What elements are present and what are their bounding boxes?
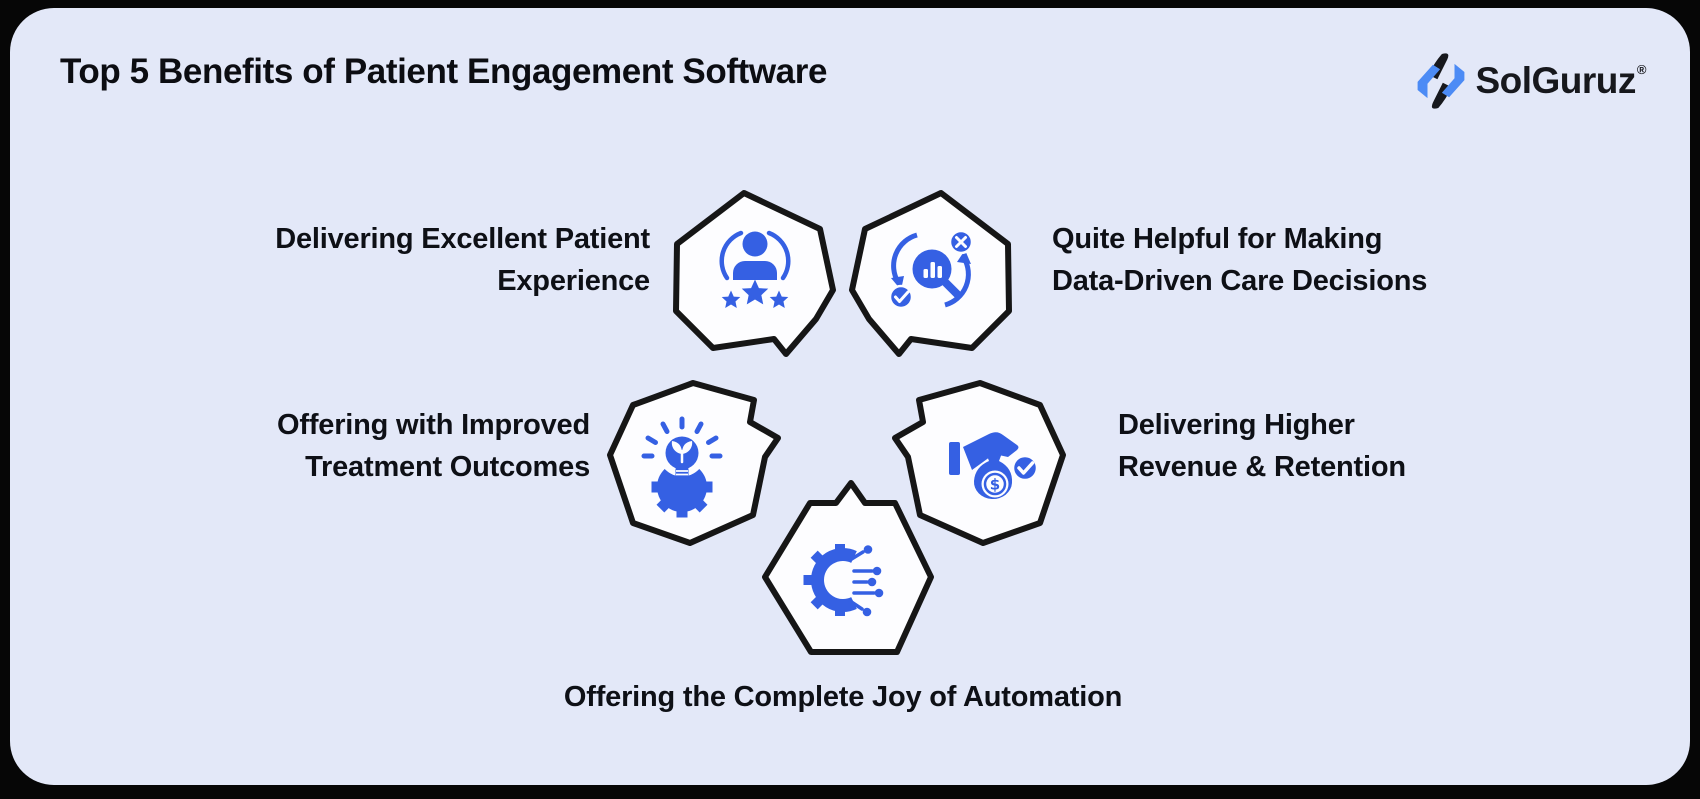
benefit-2-line-1: Quite Helpful for Making	[1052, 223, 1383, 255]
hexagon-benefit-5	[762, 480, 934, 655]
infographic-card: Top 5 Benefits of Patient Engagement Sof…	[10, 8, 1690, 785]
benefit-label-2: Quite Helpful for Making Data-Driven Car…	[1052, 218, 1652, 302]
benefit-3-line-2: Treatment Outcomes	[305, 451, 590, 483]
benefit-4-line-2: Revenue & Retention	[1118, 451, 1406, 483]
benefit-label-5: Offering the Complete Joy of Automation	[443, 676, 1243, 718]
benefit-3-line-1: Offering with Improved	[277, 409, 590, 441]
benefit-1-line-2: Experience	[497, 265, 650, 297]
hexagon-benefit-1	[673, 190, 836, 357]
page-title: Top 5 Benefits of Patient Engagement Sof…	[60, 52, 828, 91]
benefit-5-line-1: Offering the Complete Joy of Automation	[563, 681, 1123, 713]
solguruz-logo-text: SolGuruz ®	[1475, 60, 1646, 102]
benefit-1-line-1: Delivering Excellent Patient	[275, 223, 650, 255]
benefit-2-line-2: Data-Driven Care Decisions	[1052, 265, 1428, 297]
benefit-label-3: Offering with Improved Treatment Outcome…	[90, 404, 590, 488]
data-decisions-icon	[888, 229, 974, 310]
hexagon-benefit-2	[849, 190, 1012, 357]
solguruz-logo: SolGuruz ®	[1414, 52, 1647, 110]
solguruz-logo-mark-icon	[1418, 53, 1465, 109]
benefit-label-1: Delivering Excellent Patient Experience	[90, 218, 650, 302]
hexagon-benefit-4: $	[892, 380, 1066, 546]
hexagon-benefit-3	[607, 380, 781, 546]
benefit-4-line-1: Delivering Higher	[1118, 409, 1355, 441]
dollar-glyph: $	[990, 476, 1000, 494]
logo-name: SolGuruz	[1475, 60, 1636, 101]
registered-mark: ®	[1636, 62, 1647, 77]
automation-icon	[803, 544, 884, 617]
revenue-retention-icon: $	[949, 432, 1039, 500]
benefit-label-4: Delivering Higher Revenue & Retention	[1118, 404, 1618, 488]
patient-experience-icon	[719, 230, 791, 308]
